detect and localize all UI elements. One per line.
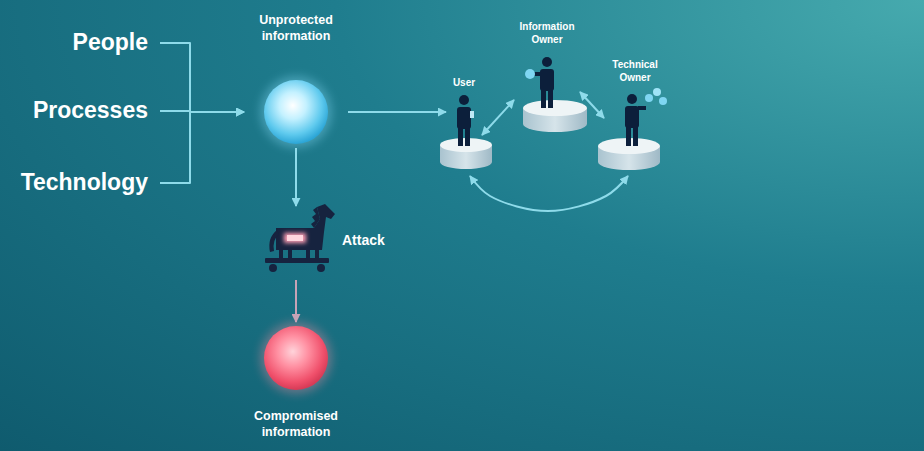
node-label: People <box>73 28 148 58</box>
information-owner-figure <box>525 57 554 108</box>
flow-arrow <box>160 43 244 112</box>
node-box: Processes <box>33 96 160 126</box>
node-label: Information Owner <box>514 20 580 46</box>
node-box: Attack <box>258 206 388 280</box>
node-box: User <box>446 74 482 176</box>
flow-arrow <box>482 100 514 135</box>
node-box: Unprotected information <box>244 8 348 148</box>
node-label: Attack <box>342 231 386 249</box>
technical-owner-figure <box>625 88 667 146</box>
blue-sphere <box>260 76 332 148</box>
flow-arrow <box>470 176 628 211</box>
node-box: Compromised information <box>236 322 356 444</box>
flow-arrow <box>295 280 297 322</box>
flow-arrow <box>160 112 244 183</box>
node-label: Unprotected information <box>246 12 346 45</box>
pedestal <box>523 100 587 132</box>
flow-arrow <box>348 111 446 113</box>
node-label: Technology <box>21 168 148 198</box>
flow-arrow <box>295 148 297 206</box>
node-label: User <box>446 76 482 89</box>
node-box: People <box>73 28 160 58</box>
red-sphere <box>260 322 332 394</box>
trojan-horse <box>265 204 335 272</box>
user-figure <box>457 95 474 146</box>
node-box: Technical Owner <box>604 56 666 176</box>
node-box: Information Owner <box>514 18 580 112</box>
node-box: Technology <box>21 168 160 198</box>
node-label: Technical Owner <box>604 58 666 84</box>
node-label: Processes <box>33 96 148 126</box>
node-label: Compromised information <box>238 408 354 441</box>
